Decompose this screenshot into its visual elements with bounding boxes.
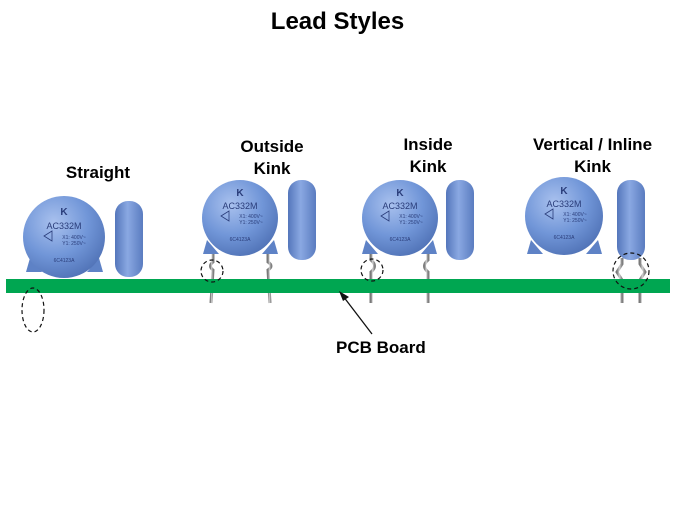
- vertical-kink-capacitor-face: K AC332M X1: 400V~ Y1: 250V~ 6C4123A: [525, 177, 603, 255]
- rating-x1: X1: 400V~: [239, 214, 263, 220]
- outside-kink-capacitor-face: K AC332M X1: 400V~ Y1: 250V~ 6C4123A: [202, 180, 278, 256]
- straight-label: Straight: [48, 162, 148, 184]
- inside-kink-label: Inside Kink: [378, 134, 478, 178]
- rating-y1: Y1: 250V~: [62, 241, 86, 247]
- outside-kink-label-line1: Outside: [240, 137, 304, 156]
- brand-mark: K: [560, 186, 568, 197]
- pcb-board: [6, 279, 670, 293]
- part-number: AC332M: [546, 199, 581, 209]
- outside-kink-highlight-circle: [200, 259, 224, 283]
- brand-mark: K: [396, 188, 404, 199]
- inside-kink-capacitor-face: K AC332M X1: 400V~ Y1: 250V~ 6C4123A: [362, 180, 438, 256]
- inside-kink-capacitor-side: [446, 180, 474, 260]
- pcb-board-label: PCB Board: [336, 338, 426, 357]
- vertical-kink-capacitor-side: [617, 180, 645, 260]
- vertical-inline-kink-label-line1: Vertical / Inline: [532, 135, 653, 154]
- page-title: Lead Styles: [270, 8, 405, 35]
- rating-x1: X1: 400V~: [563, 212, 587, 218]
- straight-capacitor-face: K AC332M X1: 400V~ Y1: 250V~ 6C4123A: [23, 196, 105, 278]
- straight-highlight-circle: [21, 287, 45, 333]
- date-code: 6C4123A: [390, 237, 412, 243]
- rating-y1: Y1: 250V~: [399, 220, 423, 226]
- rating-y1: Y1: 250V~: [563, 218, 587, 224]
- outside-kink-label-line2: Kink: [253, 159, 291, 178]
- inside-kink-label-line1: Inside: [403, 135, 453, 154]
- rating-x1: X1: 400V~: [62, 235, 86, 241]
- inside-kink-highlight-circle: [360, 258, 384, 282]
- rating-x1: X1: 400V~: [399, 214, 423, 220]
- straight-capacitor-side: [115, 201, 143, 277]
- outside-kink-label: Outside Kink: [222, 136, 322, 180]
- brand-mark: K: [236, 188, 244, 199]
- vertical-kink-highlight-circle: [612, 252, 650, 290]
- outside-kink-capacitor-side: [288, 180, 316, 260]
- part-number: AC332M: [46, 221, 81, 231]
- straight-label-line1: Straight: [65, 163, 131, 182]
- part-number: AC332M: [382, 201, 417, 211]
- inside-kink-label-line2: Kink: [409, 157, 447, 176]
- part-number: AC332M: [222, 201, 257, 211]
- vertical-inline-kink-label: Vertical / Inline Kink: [520, 134, 665, 178]
- vertical-inline-kink-label-line2: Kink: [574, 157, 611, 176]
- rating-y1: Y1: 250V~: [239, 220, 263, 226]
- date-code: 6C4123A: [54, 258, 76, 264]
- brand-mark: K: [60, 207, 68, 218]
- date-code: 6C4123A: [230, 237, 252, 243]
- pcb-pointer-arrow: [339, 291, 373, 335]
- date-code: 6C4123A: [554, 235, 576, 241]
